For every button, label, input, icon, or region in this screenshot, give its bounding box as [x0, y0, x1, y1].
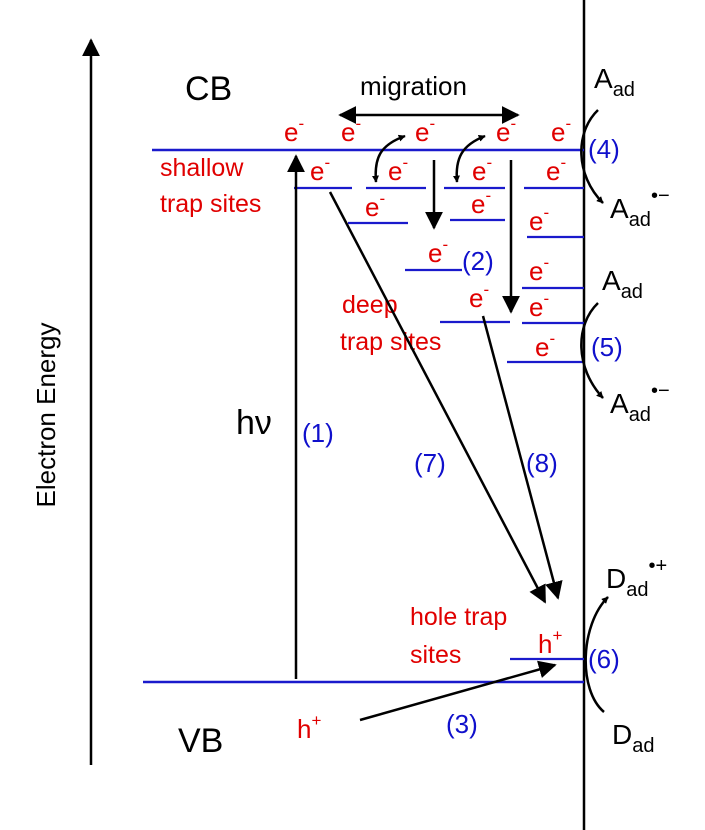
step-6: (6) — [588, 644, 620, 674]
electron: e- — [284, 114, 304, 147]
step-4: (4) — [588, 134, 620, 164]
deep-trap-label-line2: trap sites — [340, 328, 441, 356]
cb-label: CB — [185, 70, 232, 108]
hop-arrow — [452, 134, 486, 183]
electron: e- — [388, 153, 408, 186]
photon-energy-label: hν — [236, 404, 272, 442]
region-labels: shallow trap sites deep trap sites hole … — [160, 154, 507, 669]
surface-reduction-arrow-5 — [580, 302, 604, 399]
electron: e- — [471, 186, 491, 219]
electron: e- — [415, 114, 435, 147]
trap-levels — [294, 186, 584, 661]
electron: e- — [472, 153, 492, 186]
electron: e- — [535, 329, 555, 362]
step-numbers: (1) (2) (3) (4) (5) (6) (7) (8) — [302, 134, 623, 739]
electron: e- — [546, 153, 566, 186]
recombination-arrow-7 — [328, 191, 547, 604]
recombination-arrow-8 — [481, 315, 563, 600]
electron: e- — [310, 153, 330, 186]
electron: e- — [341, 114, 361, 147]
electron: e- — [551, 114, 571, 147]
donor-radical: Dad•+ — [606, 555, 667, 601]
electron: e- — [469, 280, 489, 313]
hop-arrow — [371, 134, 406, 183]
surface-reduction-arrow-4 — [580, 109, 604, 204]
hole-trapping-arrow — [359, 660, 557, 722]
hole-trap-label-line2: sites — [410, 641, 461, 669]
acceptor-top: Aad — [594, 63, 635, 101]
step-1: (1) — [302, 418, 334, 448]
acceptor-middle: Aad — [602, 265, 643, 303]
hole-trap-label-line1: hole trap — [410, 603, 507, 631]
electron: e- — [529, 253, 549, 286]
trapped-hole: h+ — [538, 626, 562, 659]
electron: e- — [529, 203, 549, 236]
step-3: (3) — [446, 709, 478, 739]
vb-label: VB — [178, 722, 223, 760]
acceptor-radical-top: Aad•− — [610, 185, 670, 231]
step-5: (5) — [591, 332, 623, 362]
acceptor-radical-middle: Aad•− — [610, 380, 670, 426]
electron: e- — [496, 114, 516, 147]
adsorbed-species: Aad Aad•− Aad Aad•− Dad•+ Dad — [594, 63, 670, 757]
electron: e- — [428, 235, 448, 268]
electron: e- — [365, 189, 385, 222]
surface-oxidation-arrow-6 — [584, 596, 609, 713]
shallow-trap-label-line1: shallow — [160, 154, 244, 182]
vb-hole: h+ — [297, 711, 321, 744]
donor: Dad — [612, 719, 654, 757]
energy-axis-label: Electron Energy — [31, 323, 61, 508]
electron: e- — [529, 289, 549, 322]
step-7: (7) — [414, 448, 446, 478]
step-2: (2) — [462, 246, 494, 276]
shallow-trap-label-line2: trap sites — [160, 190, 261, 218]
step-8: (8) — [526, 448, 558, 478]
migration-label: migration — [360, 71, 467, 101]
